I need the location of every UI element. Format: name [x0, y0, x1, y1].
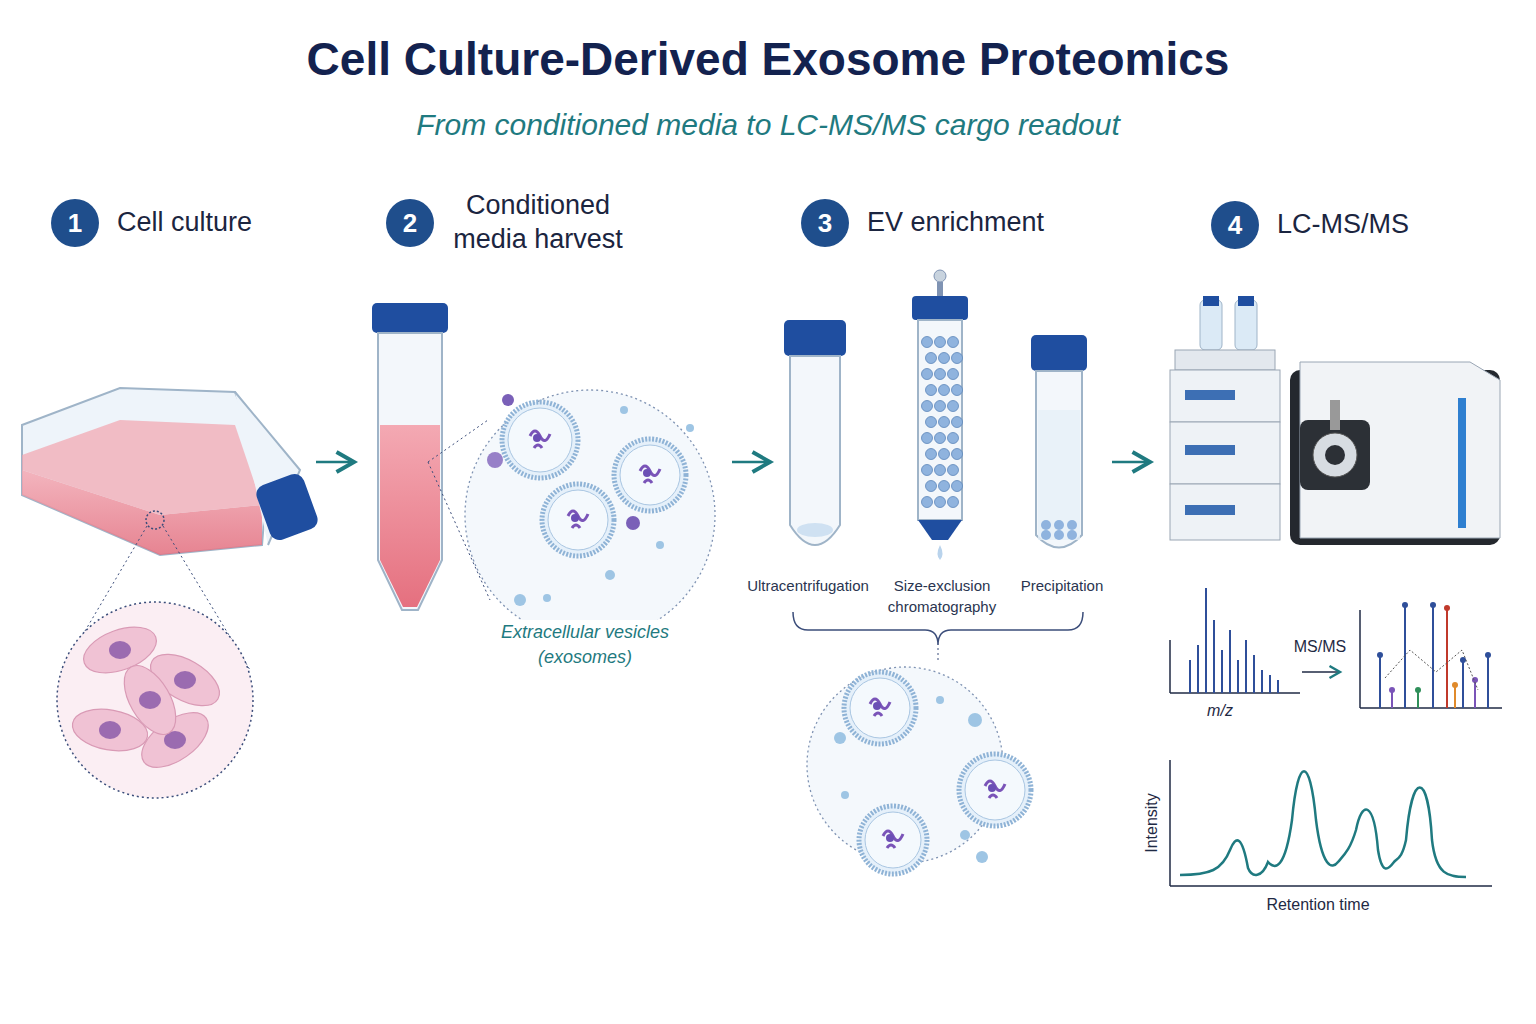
- step-heading: Cell culture: [117, 206, 252, 240]
- step-number: 1: [68, 208, 82, 239]
- step-circle: 3EV enrichment: [801, 199, 849, 247]
- axis-label: m/z: [1207, 700, 1233, 722]
- method-label: Precipitation: [1021, 575, 1104, 596]
- vesicle-label: Extracellular vesicles (exosomes): [470, 620, 700, 670]
- method-label: Size-exclusion chromatography: [877, 575, 1007, 617]
- nucleus: [99, 721, 121, 739]
- nucleus: [139, 691, 161, 709]
- step-number: 3: [818, 208, 832, 239]
- step-circle: 4LC-MS/MS: [1211, 201, 1259, 249]
- step-heading: EV enrichment: [867, 206, 1044, 240]
- step-heading: LC-MS/MS: [1277, 208, 1409, 242]
- nucleus: [109, 641, 131, 659]
- nucleus: [174, 671, 196, 689]
- culture-flask: [22, 388, 320, 798]
- axis-label: Intensity: [1141, 793, 1163, 853]
- step-circle: 2Conditioned media harvest: [386, 199, 434, 247]
- title: Cell Culture-Derived Exosome Proteomics: [307, 32, 1230, 86]
- axis-label: MS/MS: [1294, 636, 1346, 658]
- spectra: [1170, 588, 1502, 886]
- step-number: 2: [403, 208, 417, 239]
- method-label: Ultracentrifugation: [747, 575, 869, 596]
- step-number: 4: [1228, 210, 1242, 241]
- subtitle: From conditioned media to LC-MS/MS cargo…: [416, 104, 1120, 146]
- lc-ms-instrument: [1170, 296, 1500, 545]
- enrichment-tubes: [784, 270, 1087, 863]
- cell: [114, 657, 187, 743]
- conical-tube: [372, 303, 715, 640]
- step-circle: 1Cell culture: [51, 199, 99, 247]
- flow-arrows: [316, 461, 1150, 464]
- step-heading: Conditioned media harvest: [438, 189, 638, 257]
- axis-label: Retention time: [1266, 894, 1369, 916]
